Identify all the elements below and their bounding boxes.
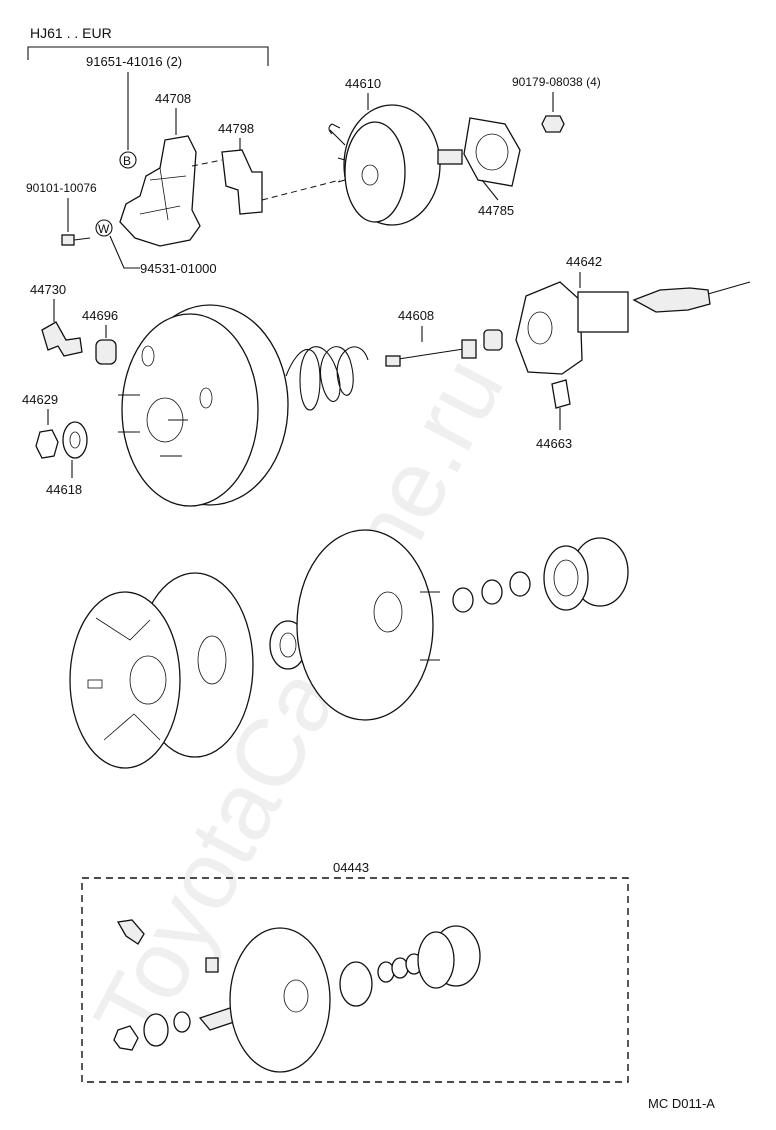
seal-44618 [62, 421, 88, 459]
booster-44610-rod [437, 149, 463, 165]
reaction-disc [483, 329, 503, 351]
kit-lock-washer [113, 1025, 139, 1051]
top-assembly: B 44708 44798 90101-10076 W 94531-01000 … [26, 75, 601, 276]
operating-rod-thread [707, 281, 751, 295]
label-44618: 44618 [46, 482, 82, 497]
marker-w [95, 219, 113, 237]
middle-assembly: 44730 44696 44629 44618 44608 446 [22, 254, 751, 507]
fitting-44730 [41, 321, 83, 357]
rear-shell-tab [87, 679, 103, 689]
kit-small-ring [173, 1011, 191, 1033]
label-44785: 44785 [478, 203, 514, 218]
bracket-44798 [221, 149, 263, 215]
booster-front-hole-1 [141, 345, 155, 367]
kit-piston-seal-front [417, 931, 455, 989]
rear-shell-hub [129, 655, 167, 705]
seal-44618-inner [69, 431, 81, 449]
booster-44610-studs [329, 129, 346, 183]
label-90101-10076: 90101-10076 [26, 181, 97, 195]
model-label: HJ61 . . EUR [30, 25, 112, 41]
pushrod-44608-head [461, 339, 477, 359]
lower-assembly [69, 529, 629, 769]
front-shell-studs [420, 591, 440, 661]
booster-front-face [121, 313, 259, 507]
applicability-bracket [27, 46, 269, 66]
piston-seal-bore [553, 559, 579, 597]
piston-seal-front [543, 545, 589, 611]
dash-44708-44798 [191, 159, 223, 167]
front-shell-hub [373, 591, 403, 633]
washer-44629 [35, 429, 59, 459]
booster-front-studs [118, 394, 188, 457]
label-44730: 44730 [30, 282, 66, 297]
label-90179-08038: 90179-08038 (4) [512, 75, 601, 89]
booster-44610-pipe [328, 123, 341, 135]
grommet-44696 [95, 339, 117, 365]
label-44798: 44798 [218, 121, 254, 136]
marker-w-label: W [98, 222, 110, 236]
label-44642: 44642 [566, 254, 602, 269]
label-44708: 44708 [155, 91, 191, 106]
label-44663: 44663 [536, 436, 572, 451]
seal-ring-inner [279, 632, 297, 658]
label-44696: 44696 [82, 308, 118, 323]
operating-rod [632, 287, 711, 313]
nut-90179 [541, 115, 565, 133]
kit-diaphragm-hub [283, 979, 309, 1013]
bracket-44708-detail [139, 167, 187, 221]
header-group: HJ61 . . EUR 91651-41016 (2) [27, 25, 269, 150]
diagram-code: MC D011-A [648, 1096, 715, 1111]
valve-key-44663 [551, 379, 571, 409]
leader-44785 [481, 179, 499, 201]
label-44610: 44610 [345, 76, 381, 91]
pushrod-44608 [391, 347, 471, 361]
kit-04443-box [81, 877, 629, 1083]
kit-fitting [116, 919, 145, 945]
bracket-44708 [119, 135, 201, 247]
booster-44610-hub [361, 164, 379, 186]
valve-body-44642-sleeve [577, 291, 629, 333]
booster-front-hole-2 [199, 387, 213, 409]
rear-shell-back [69, 591, 181, 769]
kit-04443: 04443 [81, 860, 629, 1083]
gasket-44785 [463, 117, 521, 187]
rear-shell-port [197, 635, 227, 685]
front-shell [296, 529, 434, 721]
gasket-44785-hole [475, 133, 509, 171]
label-94531-01000: 94531-01000 [140, 261, 217, 276]
kit-washer-b [391, 957, 409, 979]
label-91651-41016: 91651-41016 (2) [86, 54, 182, 69]
label-44629: 44629 [22, 392, 58, 407]
label-44608: 44608 [398, 308, 434, 323]
washer-c [509, 571, 531, 597]
leader-94531 [109, 235, 140, 269]
kit-seal-ring [339, 961, 373, 1007]
bolt-90101 [61, 234, 75, 246]
valve-body-44642 [515, 281, 583, 375]
kit-seal [143, 1013, 169, 1047]
dash-44798-booster [261, 179, 341, 201]
washer-b [481, 579, 503, 605]
pushrod-44608-tip [385, 355, 401, 367]
marker-b-label: B [123, 154, 131, 168]
return-spring [285, 346, 369, 411]
marker-b [119, 151, 137, 169]
kit-washer-a [377, 961, 395, 983]
kit-diaphragm-plate [229, 927, 331, 1073]
label-04443: 04443 [333, 860, 369, 875]
rear-shell-ribs [95, 617, 161, 741]
bolt-90101-shank [73, 237, 91, 241]
valve-body-44642-hub [527, 311, 553, 345]
booster-44610-front [344, 121, 406, 223]
kit-grommet [205, 957, 219, 973]
washer-a [452, 587, 474, 613]
